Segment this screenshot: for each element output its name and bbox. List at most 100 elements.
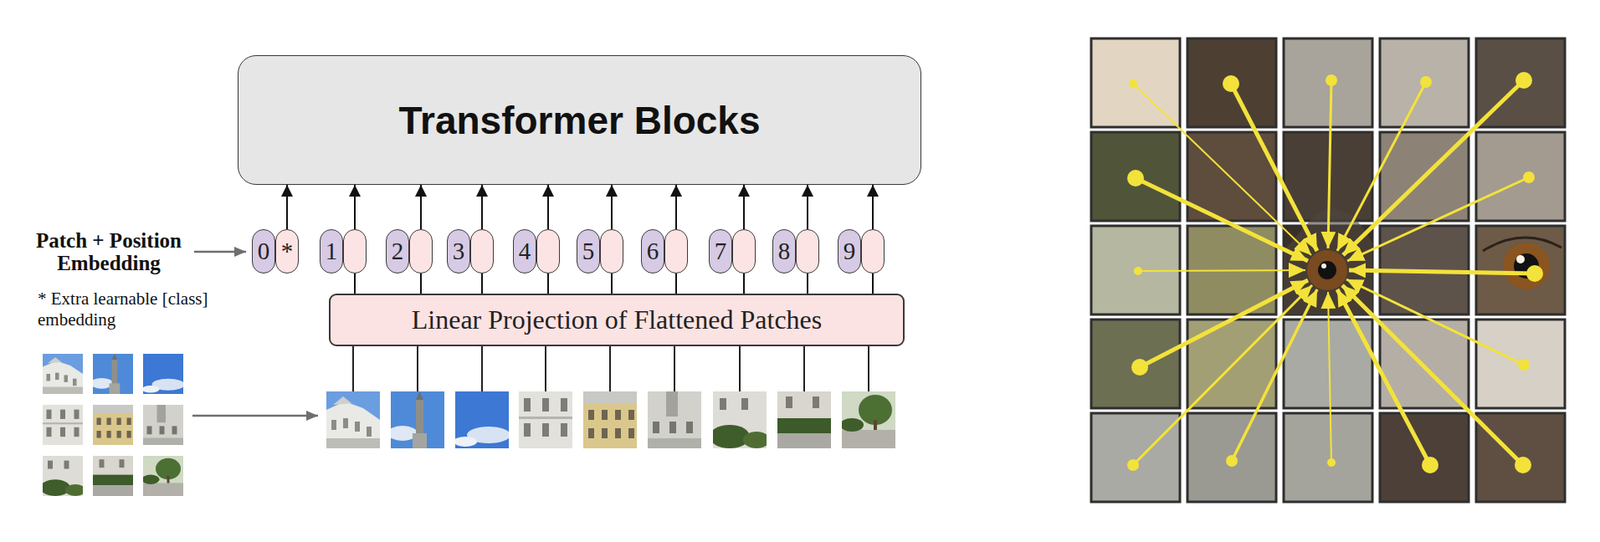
connector	[675, 184, 677, 230]
attention-arrows	[1523, 171, 1535, 184]
embedding-label: Patch + Position Embedding	[21, 229, 196, 275]
attention-arrows	[1127, 169, 1144, 187]
token-index: 0	[257, 237, 271, 266]
token-pair: 0*	[251, 229, 299, 274]
node-text: Linear Projection of Flattened Patches	[411, 304, 823, 336]
attention-arrows	[1133, 83, 1312, 256]
label-arrow	[194, 251, 247, 254]
token-index: 4	[518, 237, 532, 266]
patch-wire	[481, 346, 483, 392]
token-pair: 6	[641, 229, 688, 274]
attention-arrows	[1139, 280, 1308, 368]
connector	[481, 273, 483, 294]
patch-embedding	[343, 229, 367, 274]
eye-detail	[1307, 250, 1348, 291]
note-label: * Extra learnable [class] embedding	[37, 288, 210, 331]
attention-arrows	[1127, 71, 1544, 474]
attention-arrows	[1138, 270, 1306, 272]
position-embedding: 2	[385, 229, 410, 274]
position-embedding: 1	[319, 229, 344, 274]
eye-detail	[1502, 242, 1550, 290]
connector	[420, 273, 422, 294]
attention-arrows	[1328, 292, 1332, 463]
image-grid	[40, 353, 185, 497]
patch-embedding	[664, 229, 688, 274]
patch-row	[647, 391, 702, 449]
connector	[743, 273, 745, 294]
token-index: 6	[646, 237, 660, 266]
patch-wire	[416, 346, 419, 392]
attention-tiles	[1091, 413, 1180, 503]
patch-row	[326, 391, 896, 449]
attention-tiles	[1476, 225, 1565, 315]
token-index: 3	[452, 237, 466, 266]
patch-row	[387, 391, 445, 449]
connector	[610, 273, 613, 294]
attention-arrows	[1328, 80, 1332, 249]
attention-arrows	[1131, 358, 1149, 376]
connector	[871, 273, 874, 294]
attention-tiles	[1283, 413, 1373, 503]
image-grid	[142, 456, 185, 497]
image-grid	[40, 456, 86, 497]
eye-detail	[1283, 208, 1562, 315]
patch-embedding	[732, 229, 756, 274]
attention-arrows	[1515, 71, 1533, 89]
attention-arrows	[1231, 289, 1318, 462]
attention-arrows	[1342, 285, 1524, 466]
token-index: 2	[391, 237, 405, 266]
attention-arrows	[1230, 83, 1318, 252]
attention-tiles	[1379, 38, 1469, 128]
connector	[806, 184, 809, 230]
attention-arrows	[1225, 455, 1238, 467]
patch-embedding: *	[275, 229, 299, 274]
patch-wire	[803, 346, 806, 392]
attention-arrows	[1325, 74, 1338, 87]
attention-tiles	[1476, 132, 1565, 221]
image-grid	[90, 353, 134, 395]
image-grid	[42, 405, 83, 446]
connector	[353, 184, 356, 230]
token-index: 5	[582, 237, 595, 266]
patch-row	[840, 391, 896, 449]
attention-arrows	[1133, 285, 1313, 466]
position-embedding: 7	[708, 229, 733, 274]
attention-arrows	[1128, 79, 1138, 88]
attention-arrows	[1348, 270, 1535, 274]
connector	[871, 184, 874, 230]
eye-detail	[1482, 237, 1562, 252]
eye-detail	[1516, 255, 1525, 264]
token-pair: 7	[708, 229, 756, 274]
patch-row	[518, 391, 573, 449]
projection-box: Linear Projection of Flattened Patches	[328, 293, 905, 347]
token-pair: 8	[772, 229, 820, 274]
attention-arrows	[1514, 456, 1532, 474]
attention-arrows	[1421, 456, 1439, 474]
attention-arrows	[1347, 177, 1529, 262]
token-mark: *	[281, 237, 294, 266]
patch-wire	[352, 346, 354, 392]
token-index: 7	[714, 237, 728, 266]
transformer-box: Transformer Blocks	[237, 55, 922, 185]
connector	[353, 273, 356, 294]
connector	[547, 273, 549, 294]
attention-tiles	[1187, 319, 1277, 409]
attention-arrows	[1127, 459, 1139, 472]
token-index: 8	[778, 237, 791, 266]
attention-arrows	[1337, 289, 1431, 466]
eye-detail	[1321, 263, 1327, 269]
connector	[743, 184, 745, 230]
patch-embedding	[600, 229, 624, 274]
patch-row	[326, 391, 380, 449]
patch-embedding	[536, 229, 560, 274]
token-pair: 2	[385, 229, 433, 274]
image-grid	[92, 456, 134, 497]
eye-detail	[1317, 261, 1337, 280]
image-grid	[42, 353, 83, 395]
patch-embedding	[795, 229, 820, 274]
attention-tiles	[1476, 413, 1565, 503]
patch-wire	[353, 346, 869, 392]
